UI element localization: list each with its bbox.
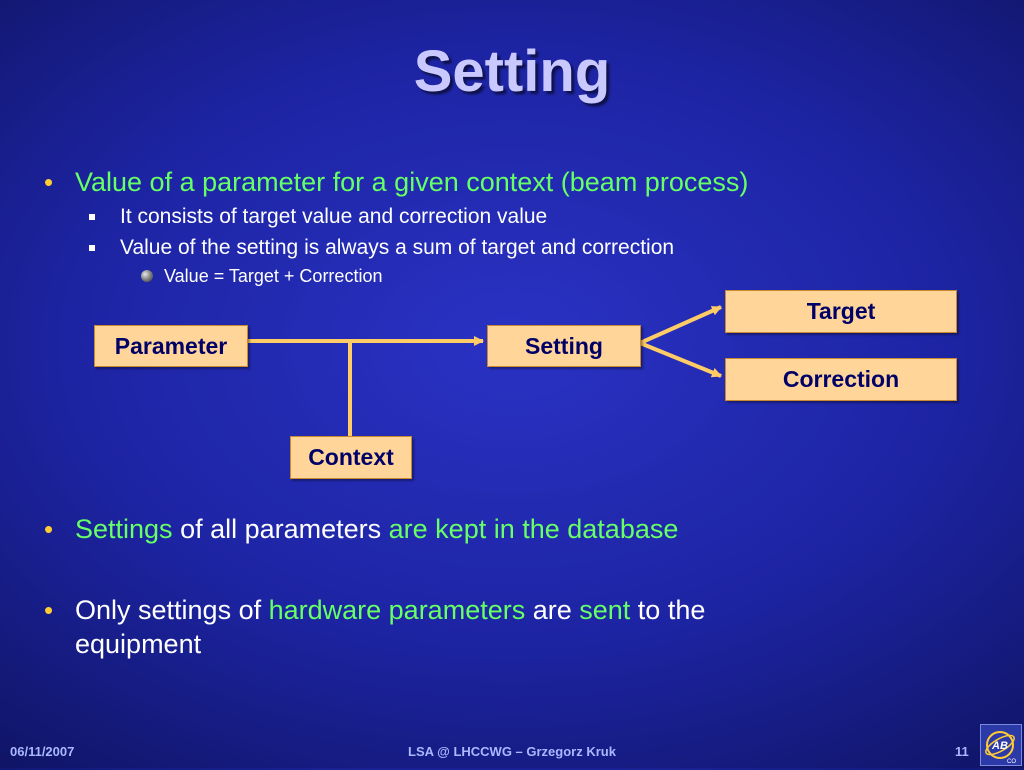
bullet-3-part-5: to the — [630, 595, 706, 625]
bullet-dot-icon: • — [44, 167, 54, 197]
logo-graphic: AB CO — [985, 731, 1016, 765]
bullet-dot-icon: • — [44, 595, 54, 625]
square-bullet-icon — [89, 214, 95, 220]
bullet-3-part-1: Only settings of — [75, 595, 269, 625]
arrow-setting-to-correction — [639, 341, 722, 378]
bullet-3-line-2-text: equipment — [75, 629, 202, 659]
bullet-2-part-3: are kept in the database — [388, 514, 679, 544]
bullet-3-part-2: hardware parameters — [268, 595, 526, 625]
bullet-3-text: Only settings of hardware parameters are… — [75, 593, 705, 627]
logo-subtext: CO — [1007, 759, 1016, 765]
ab-co-logo-icon: AB CO — [980, 724, 1022, 766]
bullet-1-text: Value of a parameter for a given context… — [75, 167, 749, 197]
bullet-3-part-3: are — [525, 595, 580, 625]
box-context: Context — [290, 436, 412, 479]
sphere-bullet-icon — [141, 270, 153, 282]
slide-title: Setting — [413, 39, 611, 104]
sub-bullet-1-text: It consists of target value and correcti… — [120, 205, 548, 228]
bullet-2-part-2: of all parameters — [172, 514, 389, 544]
arrow-setting-to-target — [639, 305, 722, 345]
subsub-bullet-1-text: Value = Target + Correction — [164, 266, 383, 286]
bullet-3-part-4: sent — [579, 595, 631, 625]
footer-date: 06/11/2007 — [10, 744, 75, 759]
square-bullet-icon — [89, 245, 95, 251]
footer-center: LSA @ LHCCWG – Grzegorz Kruk — [408, 744, 616, 759]
box-setting: Setting — [487, 325, 641, 367]
logo-text: AB — [991, 740, 1008, 752]
box-correction: Correction — [725, 358, 957, 401]
bullet-2-part-1: Settings — [75, 514, 173, 544]
bullet-2-text: Settings of all parameters are kept in t… — [75, 512, 678, 546]
box-target: Target — [725, 290, 957, 333]
footer-page-number: 11 — [955, 744, 969, 759]
bullet-dot-icon: • — [44, 514, 54, 544]
sub-bullet-2-text: Value of the setting is always a sum of … — [120, 236, 675, 259]
box-parameter: Parameter — [94, 325, 248, 367]
